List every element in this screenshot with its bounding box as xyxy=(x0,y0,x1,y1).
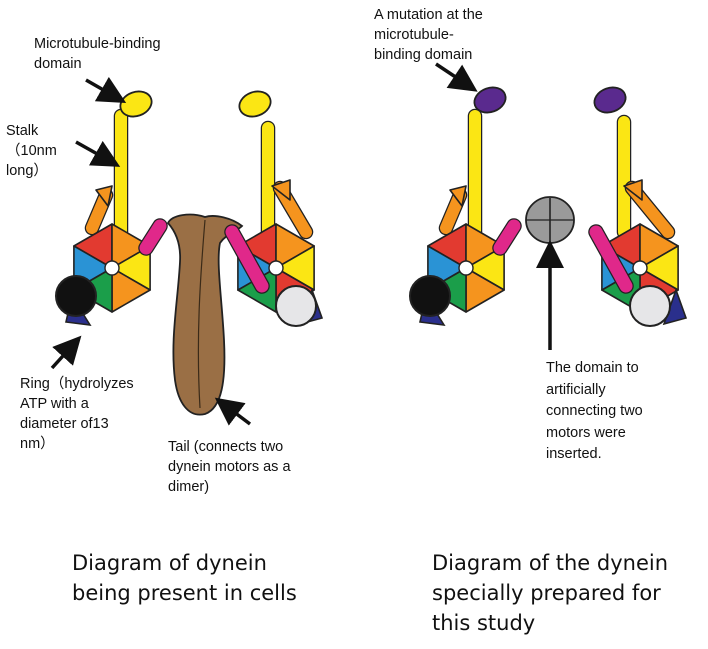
ring-label: Ring（hydrolyzes ATP with a diameter of13… xyxy=(20,374,134,454)
stalk-label-line-2: （10nm xyxy=(6,143,57,159)
left-motor-a-strut-head xyxy=(95,185,113,207)
left-motor-b-mtbd-head xyxy=(238,90,272,118)
left-tail-seam xyxy=(197,219,206,409)
right-motor-a-mtbd-head xyxy=(473,86,507,114)
left-motor-a-mtbd-head xyxy=(119,90,153,118)
linker-label-line-2: artificially xyxy=(546,381,606,398)
ring-label-line-3: diameter of13 xyxy=(20,416,109,432)
right-motor-a-linker xyxy=(493,219,521,255)
left-motor-a-ring-pore xyxy=(104,260,120,276)
linker-label-line-5: inserted. xyxy=(546,446,602,462)
stalk-label-line-1: Stalk xyxy=(6,123,39,139)
mutation-label-line-1: A mutation at the xyxy=(374,7,483,23)
right-caption-line-1: Diagram of the dynein xyxy=(432,551,669,575)
linker-label-line-4: motors were xyxy=(546,424,626,441)
stalk-label: Stalk （10nm long） xyxy=(6,121,57,181)
linker-label: The domain to artificially connecting tw… xyxy=(546,358,643,466)
tail-arrow xyxy=(214,397,252,426)
mtbd-label-line-1: Microtubule-binding xyxy=(34,36,161,52)
left-motor-b-linker xyxy=(225,225,269,293)
stalk-arrow xyxy=(75,140,121,167)
ring-label-line-2: ATP with a xyxy=(20,396,89,412)
right-motor-b-strut-head xyxy=(623,179,643,201)
mtbd-label: Microtubule-binding domain xyxy=(34,34,161,74)
left-caption-line-2: being present in cells xyxy=(72,581,297,605)
mtbd-label-line-2: domain xyxy=(34,56,82,72)
tail-label-line-1: Tail (connects two xyxy=(168,439,284,455)
left-motor-b-ring-pore xyxy=(268,260,284,276)
ring-arrow xyxy=(50,335,82,370)
right-motor-a-c-terminal-disc xyxy=(409,275,451,317)
ring-label-line-4: nm） xyxy=(20,436,55,452)
mutation-label: A mutation at the microtubule- binding d… xyxy=(374,5,483,65)
right-caption-line-2: specially prepared for xyxy=(432,581,661,605)
mtbd-arrow xyxy=(85,76,127,103)
linker-label-line-3: connecting two xyxy=(546,403,643,419)
right-caption-line-3: this study xyxy=(432,611,536,635)
left-motor-a-linker xyxy=(139,219,167,255)
right-motor-a-ring-pore xyxy=(458,260,474,276)
left-tail xyxy=(166,213,244,416)
mutation-label-line-2: microtubule- xyxy=(374,27,454,43)
right-motor-b-ring-pore xyxy=(632,260,648,276)
mutation-label-line-3: binding domain xyxy=(374,47,473,63)
right-motor-b-linker xyxy=(589,225,633,293)
right-motor-b-mtbd-head xyxy=(593,86,627,114)
right-motor-a-strut-head xyxy=(449,185,467,207)
right-caption: Diagram of the dynein specially prepared… xyxy=(432,548,668,638)
left-motor-b-strut-head xyxy=(271,179,291,201)
ring-label-line-1: Ring（hydrolyzes xyxy=(20,376,134,392)
left-motor-a-c-terminal-disc xyxy=(55,275,97,317)
tail-label-line-2: dynein motors as a xyxy=(168,459,291,475)
right-motor-b-c-terminal-disc xyxy=(629,285,671,327)
tail-label-line-3: dimer) xyxy=(168,479,210,495)
left-motor-b-c-terminal-disc xyxy=(275,285,317,327)
stalk-label-line-3: long） xyxy=(6,163,48,179)
mutation-arrow xyxy=(435,62,478,92)
tail-label: Tail (connects two dynein motors as a di… xyxy=(168,437,291,497)
left-caption: Diagram of dynein being present in cells xyxy=(72,548,297,608)
left-caption-line-1: Diagram of dynein xyxy=(72,551,267,575)
linker-label-line-1: The domain to xyxy=(546,360,639,376)
